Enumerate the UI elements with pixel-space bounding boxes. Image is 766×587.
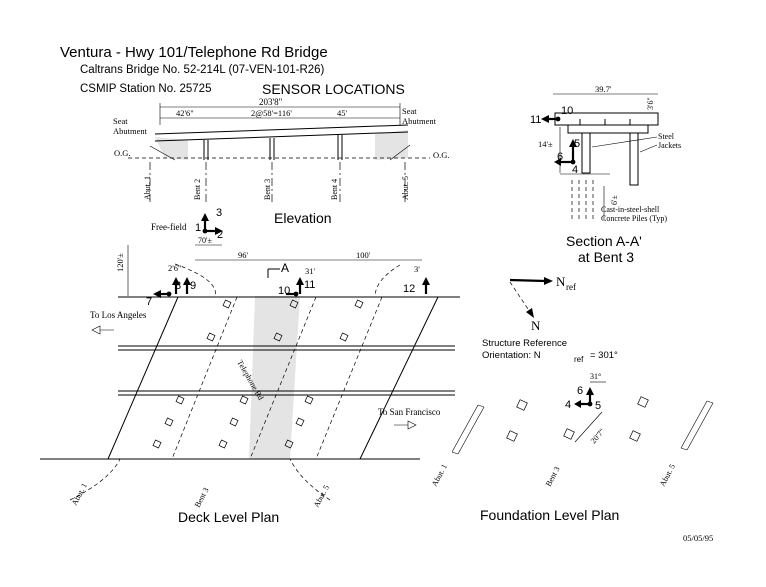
steel-jackets-label-1: Steel xyxy=(658,132,675,141)
sensor-1: 1 xyxy=(195,222,201,234)
sensor-8: 8 xyxy=(175,280,181,292)
deck-plan: Free-field 1 2 3 70'± 120'± 96' 100' 31'… xyxy=(40,207,460,525)
elevation-label-abut-1: Abut. 1 xyxy=(143,176,152,200)
orientation-text-2: Orientation: N xyxy=(482,350,541,361)
deck-label-abut-1: Abut. 1 xyxy=(70,482,89,507)
deck-abutment-1-edge xyxy=(107,296,179,460)
piles-note-2: Concrete Piles (Typ) xyxy=(601,214,667,223)
san-francisco-arrow xyxy=(394,420,417,430)
elevation-label-bent-3: Bent 3 xyxy=(263,179,272,200)
orientation-value: = 301° xyxy=(590,350,618,361)
seat-abutment-left-1: Seat xyxy=(113,116,128,126)
to-los-angeles-label: To Los Angeles xyxy=(90,310,147,320)
sensor-12: 12 xyxy=(403,283,415,295)
elevation-caption: Elevation xyxy=(274,210,332,226)
to-san-francisco-label: To San Francisco xyxy=(378,407,441,417)
drawing-date: 05/05/95 xyxy=(683,533,713,543)
bridge-number: Caltrans Bridge No. 52-214L (07-VEN-101-… xyxy=(80,64,325,76)
sensor-11-10-marker xyxy=(555,116,561,122)
nref-label: N xyxy=(556,274,566,289)
sensor-3: 3 xyxy=(216,207,222,219)
free-field-distance: 70'± xyxy=(198,236,212,245)
column-markers xyxy=(152,299,364,449)
foundation-offset-dimension: 31° xyxy=(590,372,601,381)
seat-abutment-right-2: Abutment xyxy=(402,116,437,126)
section-height-dimension: 14'± xyxy=(538,139,553,149)
seat-abutment-right-1: Seat xyxy=(402,106,417,116)
deck-abutment-5-edge xyxy=(359,296,439,460)
orientation-text-2-sub: ref xyxy=(574,355,584,364)
section-column-right xyxy=(629,132,639,186)
sensor-locations-heading: SENSOR LOCATIONS xyxy=(262,81,405,97)
section-sensor-10: 10 xyxy=(561,105,573,117)
overall-dimension: 203'8" xyxy=(259,97,283,107)
piles-note-1: Cast-in-steel-shell xyxy=(601,205,660,214)
free-field-label: Free-field xyxy=(151,222,187,232)
deck-bottom xyxy=(154,131,409,142)
distance-3: 3' xyxy=(414,264,420,274)
distance-100: 100' xyxy=(356,250,371,260)
deck-label-bent-3: Bent 3 xyxy=(193,486,211,509)
foundation-plan: 6 4 5 31° 20'7" Abut. 1 Bent 3 Abut. 5 F… xyxy=(430,372,714,523)
elevation-label-bent-2: Bent 2 xyxy=(193,179,202,200)
section-sensor-11: 11 xyxy=(530,114,541,126)
distance-96: 96' xyxy=(238,250,249,260)
foundation-sensor-6: 6 xyxy=(577,385,583,397)
sensor-7: 7 xyxy=(146,296,152,308)
sensor-9: 9 xyxy=(190,280,196,292)
section-cut-a: A xyxy=(281,261,289,275)
steel-jackets-label-2: Jackets xyxy=(658,141,681,150)
section-caption-2: at Bent 3 xyxy=(578,249,634,265)
deck-top xyxy=(154,124,409,135)
sensor-10: 10 xyxy=(278,285,290,297)
orientation-text-1: Structure Reference xyxy=(482,338,567,349)
foundation-plan-caption: Foundation Level Plan xyxy=(480,507,619,523)
nref-subscript: ref xyxy=(566,282,576,292)
section-width-dimension: 39.7' xyxy=(595,84,612,94)
foundation-label-bent-3: Bent 3 xyxy=(544,465,562,488)
span-left-dimension: 42'6" xyxy=(176,108,194,118)
original-ground-left: O.G. xyxy=(114,148,131,158)
section-caption-1: Section A-A' xyxy=(566,233,642,249)
station-number: CSMIP Station No. 25725 xyxy=(80,83,211,95)
span-right-dimension: 45' xyxy=(337,108,348,118)
distance-120: 120'± xyxy=(115,253,125,272)
orientation-indicator: N ref N Structure Reference Orientation:… xyxy=(482,274,618,364)
original-ground-right: O.G. xyxy=(433,150,450,160)
north-label: N xyxy=(531,318,541,333)
distance-31: 31' xyxy=(305,266,316,276)
pile-length-dimension: 6'± xyxy=(610,195,619,205)
section-depth-dimension: 3'6" xyxy=(646,97,655,110)
sensor-2: 2 xyxy=(217,229,223,241)
deck-label-abut-5: Abut. 5 xyxy=(312,484,331,509)
distance-2-6: 2'6" xyxy=(168,263,182,273)
sensor-11: 11 xyxy=(304,279,315,291)
foundation-sensor-5: 5 xyxy=(595,400,601,412)
foundation-label-abut-1: Abut. 1 xyxy=(430,463,449,488)
deck-plan-caption: Deck Level Plan xyxy=(178,509,279,525)
section-column-left xyxy=(581,132,591,174)
section-cap-beam xyxy=(567,124,649,134)
los-angeles-arrow xyxy=(91,325,114,335)
span-middle-dimension: 2@58'=116' xyxy=(251,108,292,118)
foundation-distance-dimension: 20'7" xyxy=(589,427,607,445)
elevation-label-abut-5: Abut. 5 xyxy=(401,176,410,200)
page-title: Ventura - Hwy 101/Telephone Rd Bridge xyxy=(60,44,328,61)
section-sensor-4: 4 xyxy=(572,164,578,176)
section-sensor-6: 6 xyxy=(557,151,563,163)
seat-abutment-left-2: Abutment xyxy=(113,126,148,136)
elevation-label-bent-4: Bent 4 xyxy=(330,179,339,200)
foundation-label-abut-5: Abut. 5 xyxy=(658,463,677,488)
elevation-bents xyxy=(203,135,343,160)
foundation-sensor-4: 4 xyxy=(565,399,571,411)
section-view: 39.7' 3'6" 14'± 6'± Steel Jackets Cast-i… xyxy=(530,84,681,265)
section-sensor-5: 5 xyxy=(574,138,580,150)
elevation-view: 203'8" 42'6" 2@58'=116' 45' Seat Abutmen… xyxy=(113,97,450,226)
